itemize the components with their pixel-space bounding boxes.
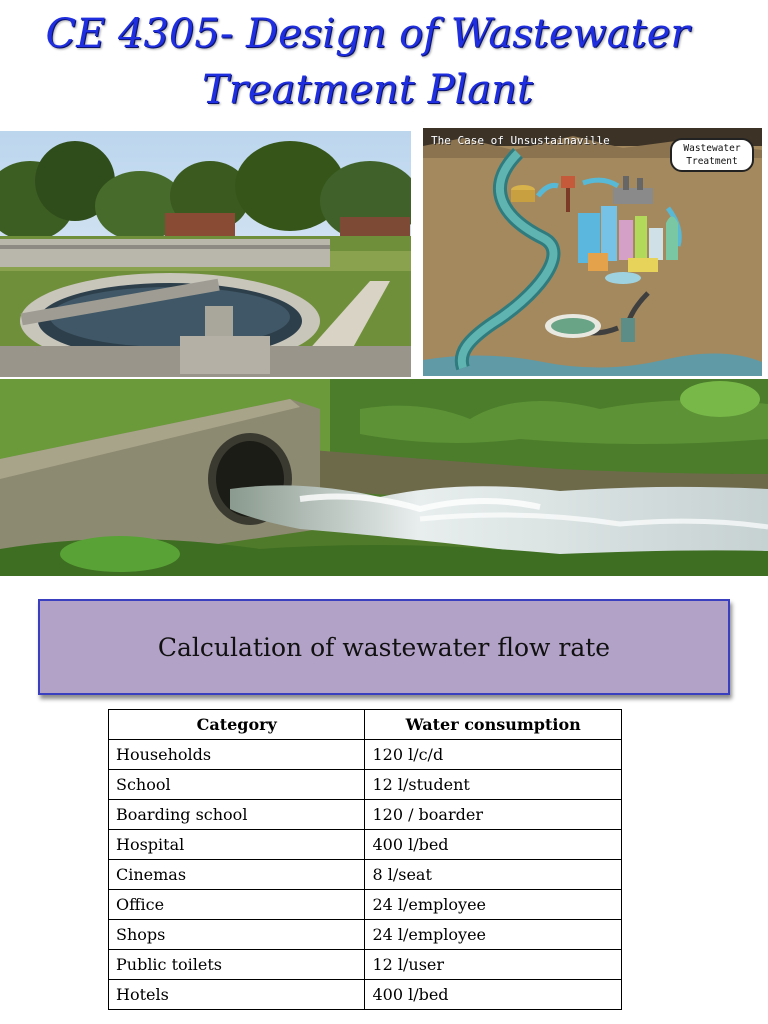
table-row: School 12 l/student <box>107 769 622 800</box>
category-cell: Office <box>107 889 366 920</box>
table-row: Shops 24 l/employee <box>107 919 622 950</box>
outfall-pipe-photo <box>0 379 768 576</box>
bubble-line-2: Treatment <box>686 156 738 167</box>
category-cell: School <box>107 769 366 800</box>
category-cell: Cinemas <box>107 859 366 890</box>
treatment-plant-photo <box>0 131 411 377</box>
diagram-speech-bubble: Wastewater Treatment <box>670 138 754 172</box>
table-row: Cinemas 8 l/seat <box>107 859 622 890</box>
category-cell: Public toilets <box>107 949 366 980</box>
diagram-caption: The Case of Unsustainaville <box>431 134 610 147</box>
outfall-pipe-image <box>0 379 768 576</box>
consumption-cell: 400 l/bed <box>364 979 622 1010</box>
table-row: Public toilets 12 l/user <box>107 949 622 980</box>
slide-title-line-2: Treatment Plant <box>202 67 533 113</box>
consumption-cell: 12 l/student <box>364 769 622 800</box>
table-row: Hospital 400 l/bed <box>107 829 622 860</box>
treatment-plant-image <box>0 131 411 377</box>
table-header-row: Category Water consumption <box>107 709 622 740</box>
consumption-cell: 8 l/seat <box>364 859 622 890</box>
category-cell: Boarding school <box>107 799 366 830</box>
category-cell: Hotels <box>107 979 366 1010</box>
table-row: Office 24 l/employee <box>107 889 622 920</box>
banner-text: Calculation of wastewater flow rate <box>157 632 611 662</box>
column-header-category: Category <box>107 709 366 740</box>
table-row: Households 120 l/c/d <box>107 739 622 770</box>
table-row: Hotels 400 l/bed <box>107 979 622 1010</box>
category-cell: Shops <box>107 919 366 950</box>
slide-title-line-1: CE 4305- Design of Wastewater <box>45 11 690 57</box>
slide-title: CE 4305- Design of Wastewater Treatment … <box>0 6 735 118</box>
consumption-cell: 120 l/c/d <box>364 739 622 770</box>
consumption-cell: 120 / boarder <box>364 799 622 830</box>
unsustainaville-diagram: The Case of Unsustainaville Wastewater T… <box>423 128 762 376</box>
category-cell: Households <box>107 739 366 770</box>
table-row: Boarding school 120 / boarder <box>107 799 622 830</box>
consumption-cell: 24 l/employee <box>364 889 622 920</box>
consumption-cell: 400 l/bed <box>364 829 622 860</box>
consumption-cell: 12 l/user <box>364 949 622 980</box>
category-cell: Hospital <box>107 829 366 860</box>
column-header-water-consumption: Water consumption <box>364 709 622 740</box>
consumption-cell: 24 l/employee <box>364 919 622 950</box>
bubble-line-1: Wastewater <box>683 143 741 154</box>
section-banner: Calculation of wastewater flow rate <box>38 599 730 695</box>
water-consumption-table: Category Water consumption Households 12… <box>107 709 622 1010</box>
